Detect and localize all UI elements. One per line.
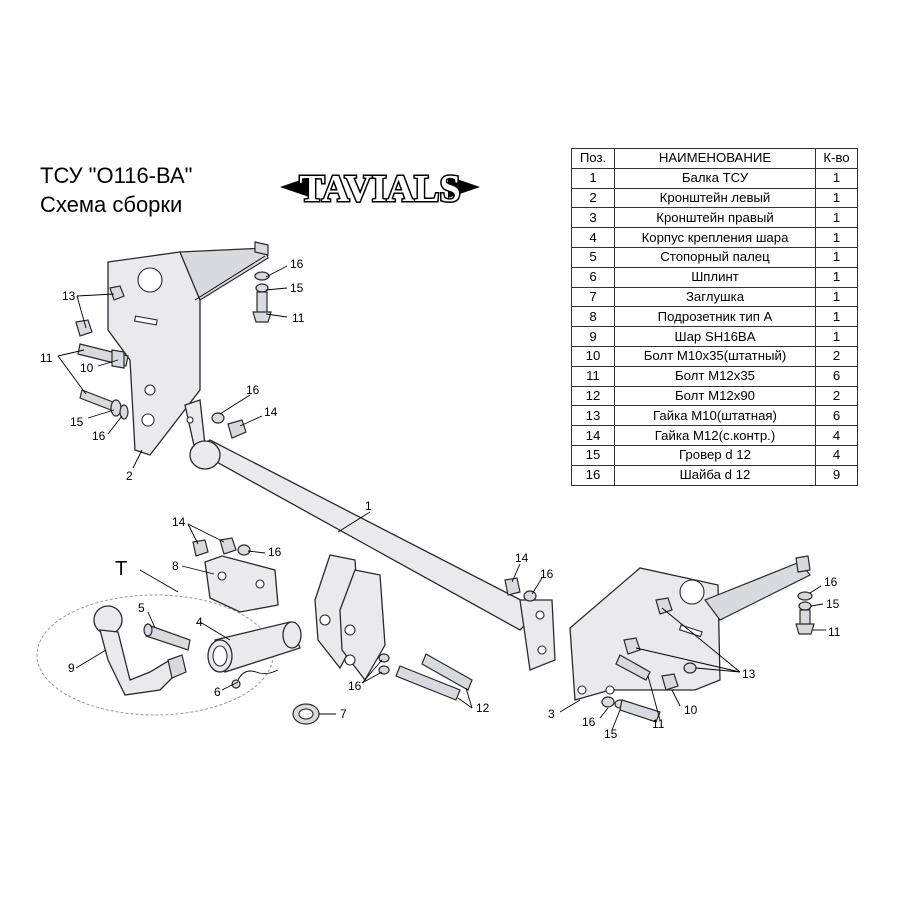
label-7: 7 <box>340 707 347 721</box>
label-3: 3 <box>548 707 555 721</box>
cell-name: Корпус крепления шара <box>614 227 816 248</box>
tow-beam <box>184 399 556 682</box>
header-qty: К-во <box>815 148 858 169</box>
header-name: НАИМЕНОВАНИЕ <box>614 148 816 169</box>
right-bracket <box>569 555 811 701</box>
label-15-left: 15 <box>70 415 84 429</box>
label-16-beam-right: 16 <box>540 567 554 581</box>
label-14-center: 14 <box>172 515 186 529</box>
cell-pos: 12 <box>571 385 615 407</box>
label-16-mid: 16 <box>246 383 260 397</box>
label-16-socket: 16 <box>268 545 282 559</box>
label-14-right: 14 <box>515 551 529 565</box>
label-15-bottom: 15 <box>604 727 618 741</box>
right-fasteners <box>601 591 815 723</box>
cell-pos: 14 <box>571 425 615 446</box>
label-2: 2 <box>126 469 133 483</box>
cell-name: Шар SH16BA <box>614 326 816 347</box>
diagram-subtitle: Схема сборки <box>40 192 183 217</box>
table-header-row: Поз. НАИМЕНОВАНИЕ К-во <box>571 148 858 169</box>
left-bracket <box>107 241 269 456</box>
label-16-center: 16 <box>348 679 362 693</box>
label-11-left: 11 <box>40 351 53 365</box>
diagram-title: ТСУ "О116-ВА" <box>40 163 193 188</box>
label-5: 5 <box>138 601 145 615</box>
cell-name: Шайба d 12 <box>614 464 816 486</box>
label-10-left: 10 <box>80 361 94 375</box>
label-13-right: 13 <box>742 667 756 681</box>
logo-wordmark: TAVIALS <box>299 168 460 210</box>
label-16-bottom: 16 <box>582 715 596 729</box>
ball-assembly <box>36 555 320 725</box>
cell-name: Гайка М10(штатная) <box>614 405 816 427</box>
label-11-top: 11 <box>292 311 305 325</box>
cell-qty: 9 <box>815 464 858 486</box>
cell-name: Подрозетник тип А <box>614 306 816 328</box>
label-11-right: 11 <box>828 625 841 639</box>
callout-labels: T 1 2 3 4 5 6 7 8 9 10 10 11 11 11 11 12… <box>40 257 841 741</box>
label-12: 12 <box>476 701 490 715</box>
cell-name: Кронштейн правый <box>614 207 816 229</box>
label-14-left: 14 <box>264 405 278 419</box>
cell-name: Кронштейн левый <box>614 187 816 209</box>
label-9: 9 <box>68 661 75 675</box>
label-16-left: 16 <box>92 429 106 443</box>
cell-pos: 15 <box>571 444 615 466</box>
label-15-right: 15 <box>826 597 840 611</box>
leader-lines <box>57 265 826 731</box>
label-16-top: 16 <box>290 257 304 271</box>
label-11-bottom: 11 <box>652 717 665 731</box>
tavials-logo: TAVIALS <box>280 167 480 212</box>
label-16-right: 16 <box>824 575 838 589</box>
cell-name: Болт М10х35(штатный) <box>614 345 816 367</box>
label-13-left: 13 <box>62 289 76 303</box>
cell-name: Стопорный палец <box>614 246 816 268</box>
center-fasteners <box>192 412 537 701</box>
label-6: 6 <box>214 685 221 699</box>
label-15-top: 15 <box>290 281 304 295</box>
label-4: 4 <box>196 615 203 629</box>
cell-pos: 16 <box>571 464 615 486</box>
label-1: 1 <box>365 499 372 513</box>
label-T: T <box>115 558 127 580</box>
label-10-right: 10 <box>684 703 698 717</box>
label-8: 8 <box>172 559 179 573</box>
